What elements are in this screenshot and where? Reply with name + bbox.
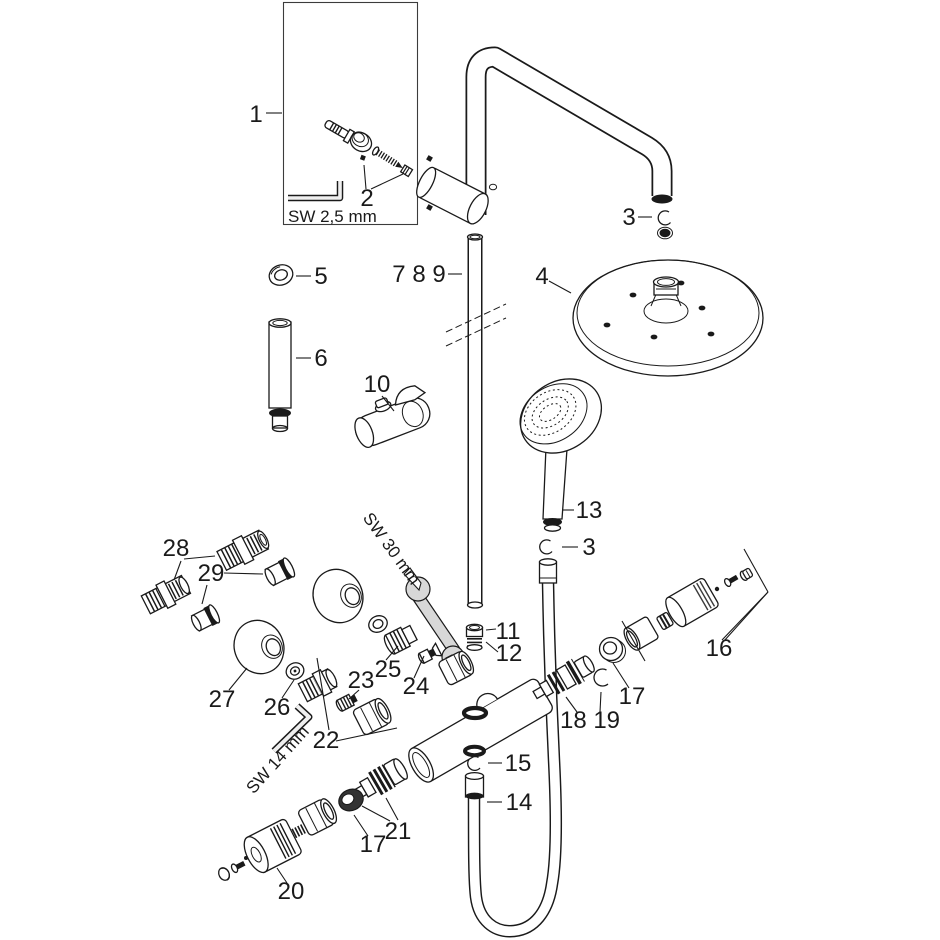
break-mark xyxy=(445,317,507,347)
shower-hose xyxy=(464,558,562,938)
leader-lines xyxy=(173,112,769,884)
tool-size-allen-large: SW 14 mm xyxy=(242,722,312,797)
handle-group-16 xyxy=(621,548,769,662)
shower-arm xyxy=(465,46,673,215)
part-label-3-hand: 3 xyxy=(582,534,595,561)
part-label-22: 22 xyxy=(313,727,340,754)
o-ring-icon xyxy=(539,539,553,555)
part-label-18-19: 18 19 xyxy=(560,707,620,734)
group-bracket xyxy=(743,548,769,593)
arm-seal-group xyxy=(657,210,673,240)
part-label-14: 14 xyxy=(506,789,533,816)
cone-base xyxy=(643,298,689,324)
ring-nut-17-right xyxy=(598,636,626,663)
check-valve-24 xyxy=(417,641,443,664)
part-label-16: 16 xyxy=(706,635,733,662)
part-label-17-right: 17 xyxy=(619,683,646,710)
handle-20 xyxy=(218,798,338,881)
part-label-12: 12 xyxy=(496,640,523,667)
part-label-11: 11 xyxy=(496,618,521,645)
part-label-28: 28 xyxy=(163,535,190,562)
part-label-15: 15 xyxy=(505,750,532,777)
allen-key-small-icon xyxy=(288,181,344,202)
group-bracket xyxy=(621,620,646,662)
bushing-29a xyxy=(264,557,296,587)
part-label-27: 27 xyxy=(209,686,236,713)
part-label-2: 2 xyxy=(360,185,373,212)
pivot-screw-set xyxy=(324,119,414,178)
riser-pipe xyxy=(445,233,507,609)
part-label-25: 25 xyxy=(375,656,402,683)
arm-end-seal-band xyxy=(651,194,673,204)
ring-nut-5 xyxy=(268,264,294,286)
washer-26 xyxy=(285,662,305,680)
overhead-shower xyxy=(572,259,764,377)
part-label-5: 5 xyxy=(314,263,327,290)
part-label-6: 6 xyxy=(314,345,327,372)
wall-junction xyxy=(416,155,498,225)
escutcheon-upper xyxy=(312,568,364,624)
part-label-3-arm: 3 xyxy=(622,204,635,231)
extension-tube xyxy=(268,318,292,433)
mount-dot-bottom xyxy=(426,204,433,211)
bushing-29b xyxy=(190,604,221,632)
part-label-20: 20 xyxy=(278,878,305,905)
ring-nut-17-bottom xyxy=(338,788,364,812)
slider-holder xyxy=(354,385,431,448)
c-clip-icon xyxy=(593,668,609,687)
cartridge-right xyxy=(532,655,595,700)
part-label-26: 26 xyxy=(264,694,291,721)
adapter-25 xyxy=(383,624,418,655)
hand-shower-handle xyxy=(542,446,568,520)
escutcheon-27 xyxy=(233,619,285,675)
fitting-28b xyxy=(140,574,192,615)
seal-dot-rim xyxy=(657,226,673,240)
part-label-21: 21 xyxy=(385,818,412,845)
break-mark xyxy=(445,303,507,333)
part-label-13: 13 xyxy=(576,497,603,524)
valve-bottom-port xyxy=(463,744,486,758)
part-label-7-8-9: 7 8 9 xyxy=(392,261,445,288)
part-label-23: 23 xyxy=(348,667,375,694)
adapter-22 xyxy=(297,667,338,703)
part-label-4: 4 xyxy=(535,263,548,290)
part-label-1: 1 xyxy=(249,101,262,128)
mount-dot-top xyxy=(426,155,433,162)
tool-size-wrench: SW 30 mm xyxy=(359,509,424,588)
fitting-28a xyxy=(216,529,270,572)
part-label-10: 10 xyxy=(364,371,391,398)
part-label-24: 24 xyxy=(403,673,430,700)
seal-dot xyxy=(659,228,671,238)
valve-top-port xyxy=(461,705,489,721)
part-label-17-bottom: 17 xyxy=(360,831,387,858)
o-ring-icon xyxy=(657,210,671,226)
washer-25-group xyxy=(368,615,388,633)
plug-11-12 xyxy=(465,623,484,651)
union-nut xyxy=(438,650,475,686)
allen-key-large-icon xyxy=(271,703,313,754)
part-label-29: 29 xyxy=(198,560,225,587)
pivot-hole xyxy=(488,183,498,191)
tool-size-allen-small: SW 2,5 mm xyxy=(288,207,377,226)
nut-20 xyxy=(298,798,338,836)
nut-22 xyxy=(352,697,392,736)
valve-body xyxy=(408,678,553,783)
detail-box xyxy=(282,1,419,226)
hand-shower xyxy=(519,378,603,532)
